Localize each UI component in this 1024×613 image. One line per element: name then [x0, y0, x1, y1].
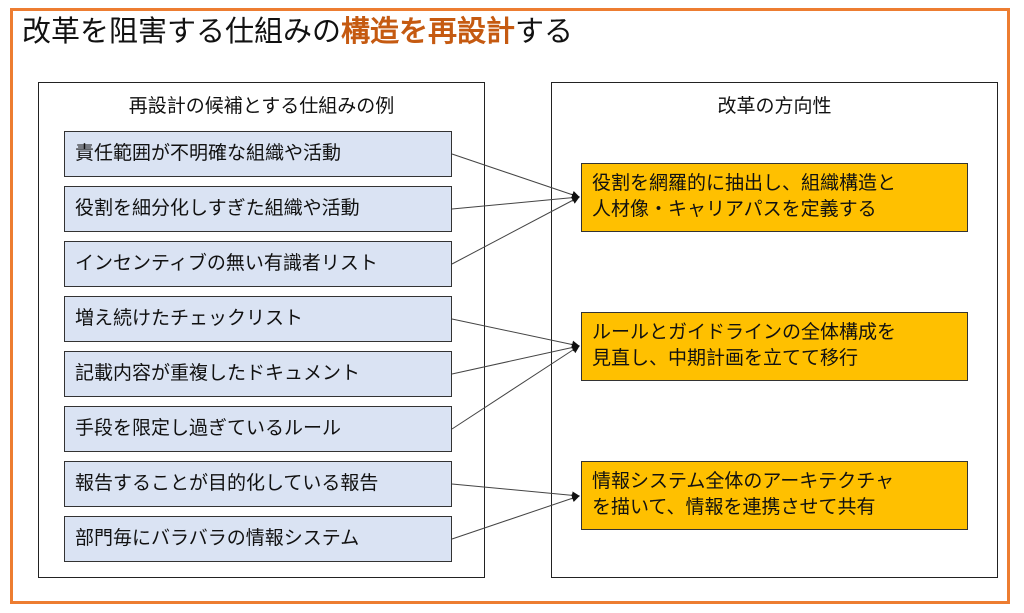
direction-panel: 改革の方向性: [551, 82, 998, 578]
direction-line: ルールとガイドラインの全体構成を: [592, 322, 897, 343]
direction-panel-heading: 改革の方向性: [717, 96, 832, 117]
candidate-item: 増え続けたチェックリスト: [64, 296, 452, 342]
connector-arrow: [451, 345, 580, 430]
direction-box: 情報システム全体のアーキテクチャを描いて、情報を連携させて共有: [581, 461, 968, 530]
candidate-item: 部門毎にバラバラの情報システム: [64, 516, 452, 562]
direction-box: 役割を網羅的に抽出し、組織構造と人材像・キャリアパスを定義する: [581, 163, 968, 232]
direction-line: を描いて、情報を連携させて共有: [592, 497, 876, 518]
title-highlight: 構造を再設計: [341, 16, 516, 48]
candidate-item: 責任範囲が不明確な組織や活動: [64, 131, 452, 177]
direction-box: ルールとガイドラインの全体構成を見直し、中期計画を立てて移行: [581, 312, 968, 381]
candidate-item: 記載内容が重複したドキュメント: [64, 351, 452, 397]
candidate-item: 報告することが目的化している報告: [64, 461, 452, 507]
outer-frame: [10, 8, 1010, 604]
candidate-panel-heading: 再設計の候補とする仕組みの例: [128, 96, 395, 117]
direction-line: 情報システム全体のアーキテクチャ: [592, 471, 895, 492]
candidate-item: インセンティブの無い有識者リスト: [64, 241, 452, 287]
title-suffix: する: [515, 16, 574, 48]
connector-arrow: [451, 318, 580, 349]
direction-line: 役割を網羅的に抽出し、組織構造と: [592, 173, 897, 194]
connector-arrow: [451, 494, 580, 540]
direction-line: 見直し、中期計画を立てて移行: [592, 348, 859, 369]
candidate-item: 役割を細分化しすぎた組織や活動: [64, 186, 452, 232]
connector-arrow: [451, 196, 580, 265]
candidate-item: 手段を限定し過ぎているルール: [64, 406, 452, 452]
page-title: 改革を阻害する仕組みの構造を再設計する: [22, 12, 573, 52]
connector-arrow: [451, 193, 580, 210]
connector-arrow: [451, 483, 580, 500]
connector-arrow: [451, 153, 580, 199]
title-prefix: 改革を阻害する仕組みの: [22, 16, 342, 48]
connector-arrow: [451, 343, 580, 375]
direction-line: 人材像・キャリアパスを定義する: [592, 199, 877, 220]
candidate-panel: 再設計の候補とする仕組みの例: [38, 82, 485, 578]
